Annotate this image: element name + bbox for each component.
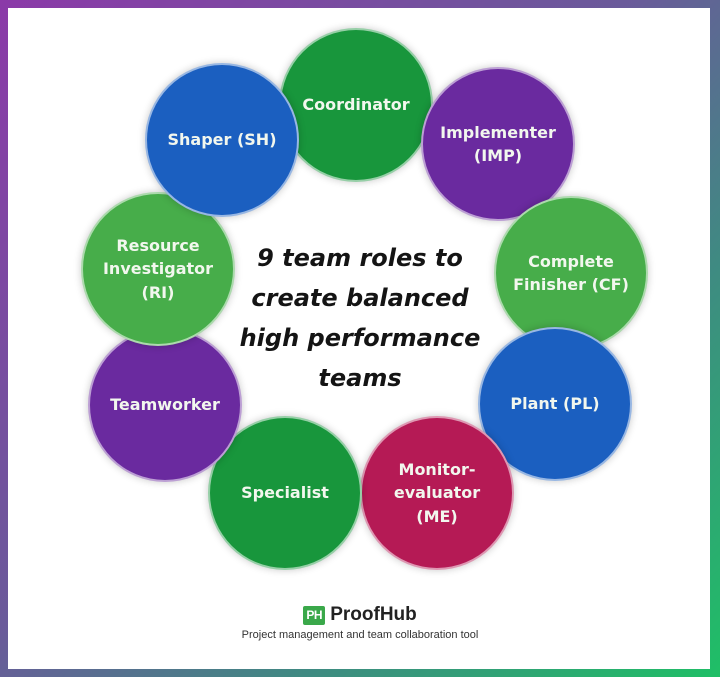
role-circle-coordinator: Coordinator: [279, 28, 433, 182]
role-circle-complete-finisher: Complete Finisher (CF): [494, 196, 648, 350]
role-circle-specialist: Specialist: [208, 416, 362, 570]
role-circle-resource-investigator: Resource Investigator (RI): [81, 192, 235, 346]
brand-name: ProofHub: [330, 604, 417, 625]
role-circle-monitor-evaluator: Monitor- evaluator (ME): [360, 416, 514, 570]
proofhub-logo-icon: PH: [303, 605, 326, 625]
brand-footer: PH ProofHub Project management and team …: [0, 604, 720, 641]
role-circle-implementer: Implementer (IMP): [421, 67, 575, 221]
diagram-title: 9 team roles to create balanced high per…: [239, 244, 481, 392]
brand-row: PH ProofHub: [303, 604, 417, 626]
role-circle-teamworker: Teamworker: [88, 328, 242, 482]
role-circle-shaper: Shaper (SH): [145, 63, 299, 217]
brand-tagline: Project management and team collaboratio…: [241, 629, 479, 641]
